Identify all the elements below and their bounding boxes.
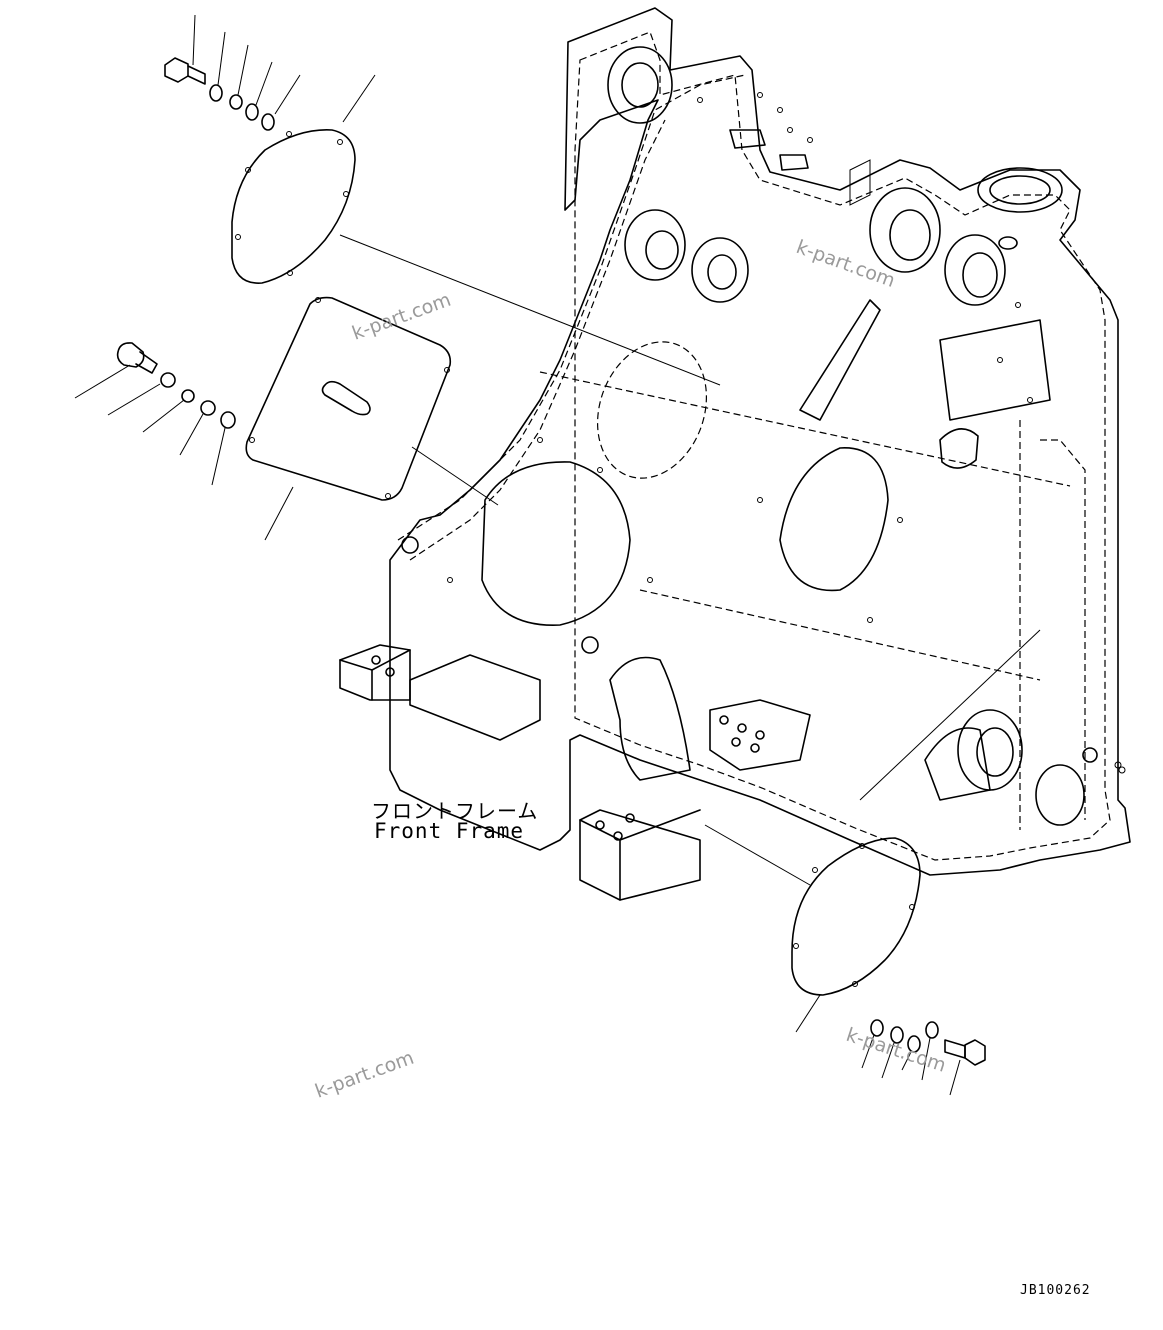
callout-line — [264, 486, 294, 541]
bolt-head-icon — [964, 1039, 986, 1066]
watermark: k-part.com — [793, 236, 898, 292]
front-frame — [339, 7, 1131, 901]
bolt-head-icon — [116, 342, 145, 368]
leader-cover-3 — [704, 824, 811, 886]
callout-line — [342, 74, 376, 123]
watermark: k-part.com — [349, 289, 454, 345]
part-label-japanese: フロントフレーム — [371, 799, 539, 823]
part-label-english: Front Frame — [374, 819, 525, 843]
leader-cover-1 — [339, 234, 721, 386]
leader-cover-3b — [859, 629, 1041, 801]
cover-upper-left — [231, 74, 721, 386]
watermark: k-part.com — [843, 1024, 948, 1077]
bolt-set-lower — [861, 1019, 986, 1096]
bolt-head-icon — [164, 57, 189, 83]
callout-line — [795, 994, 821, 1033]
bolt-set-middle — [74, 342, 236, 486]
drawing-code: JB100262 — [1020, 1283, 1091, 1298]
cover-lower-right — [704, 629, 1041, 1033]
leader-cover-2 — [411, 446, 499, 506]
watermark: k-part.com — [312, 1047, 417, 1103]
cover-middle-left — [245, 296, 499, 541]
bolt-set-upper — [164, 14, 301, 131]
